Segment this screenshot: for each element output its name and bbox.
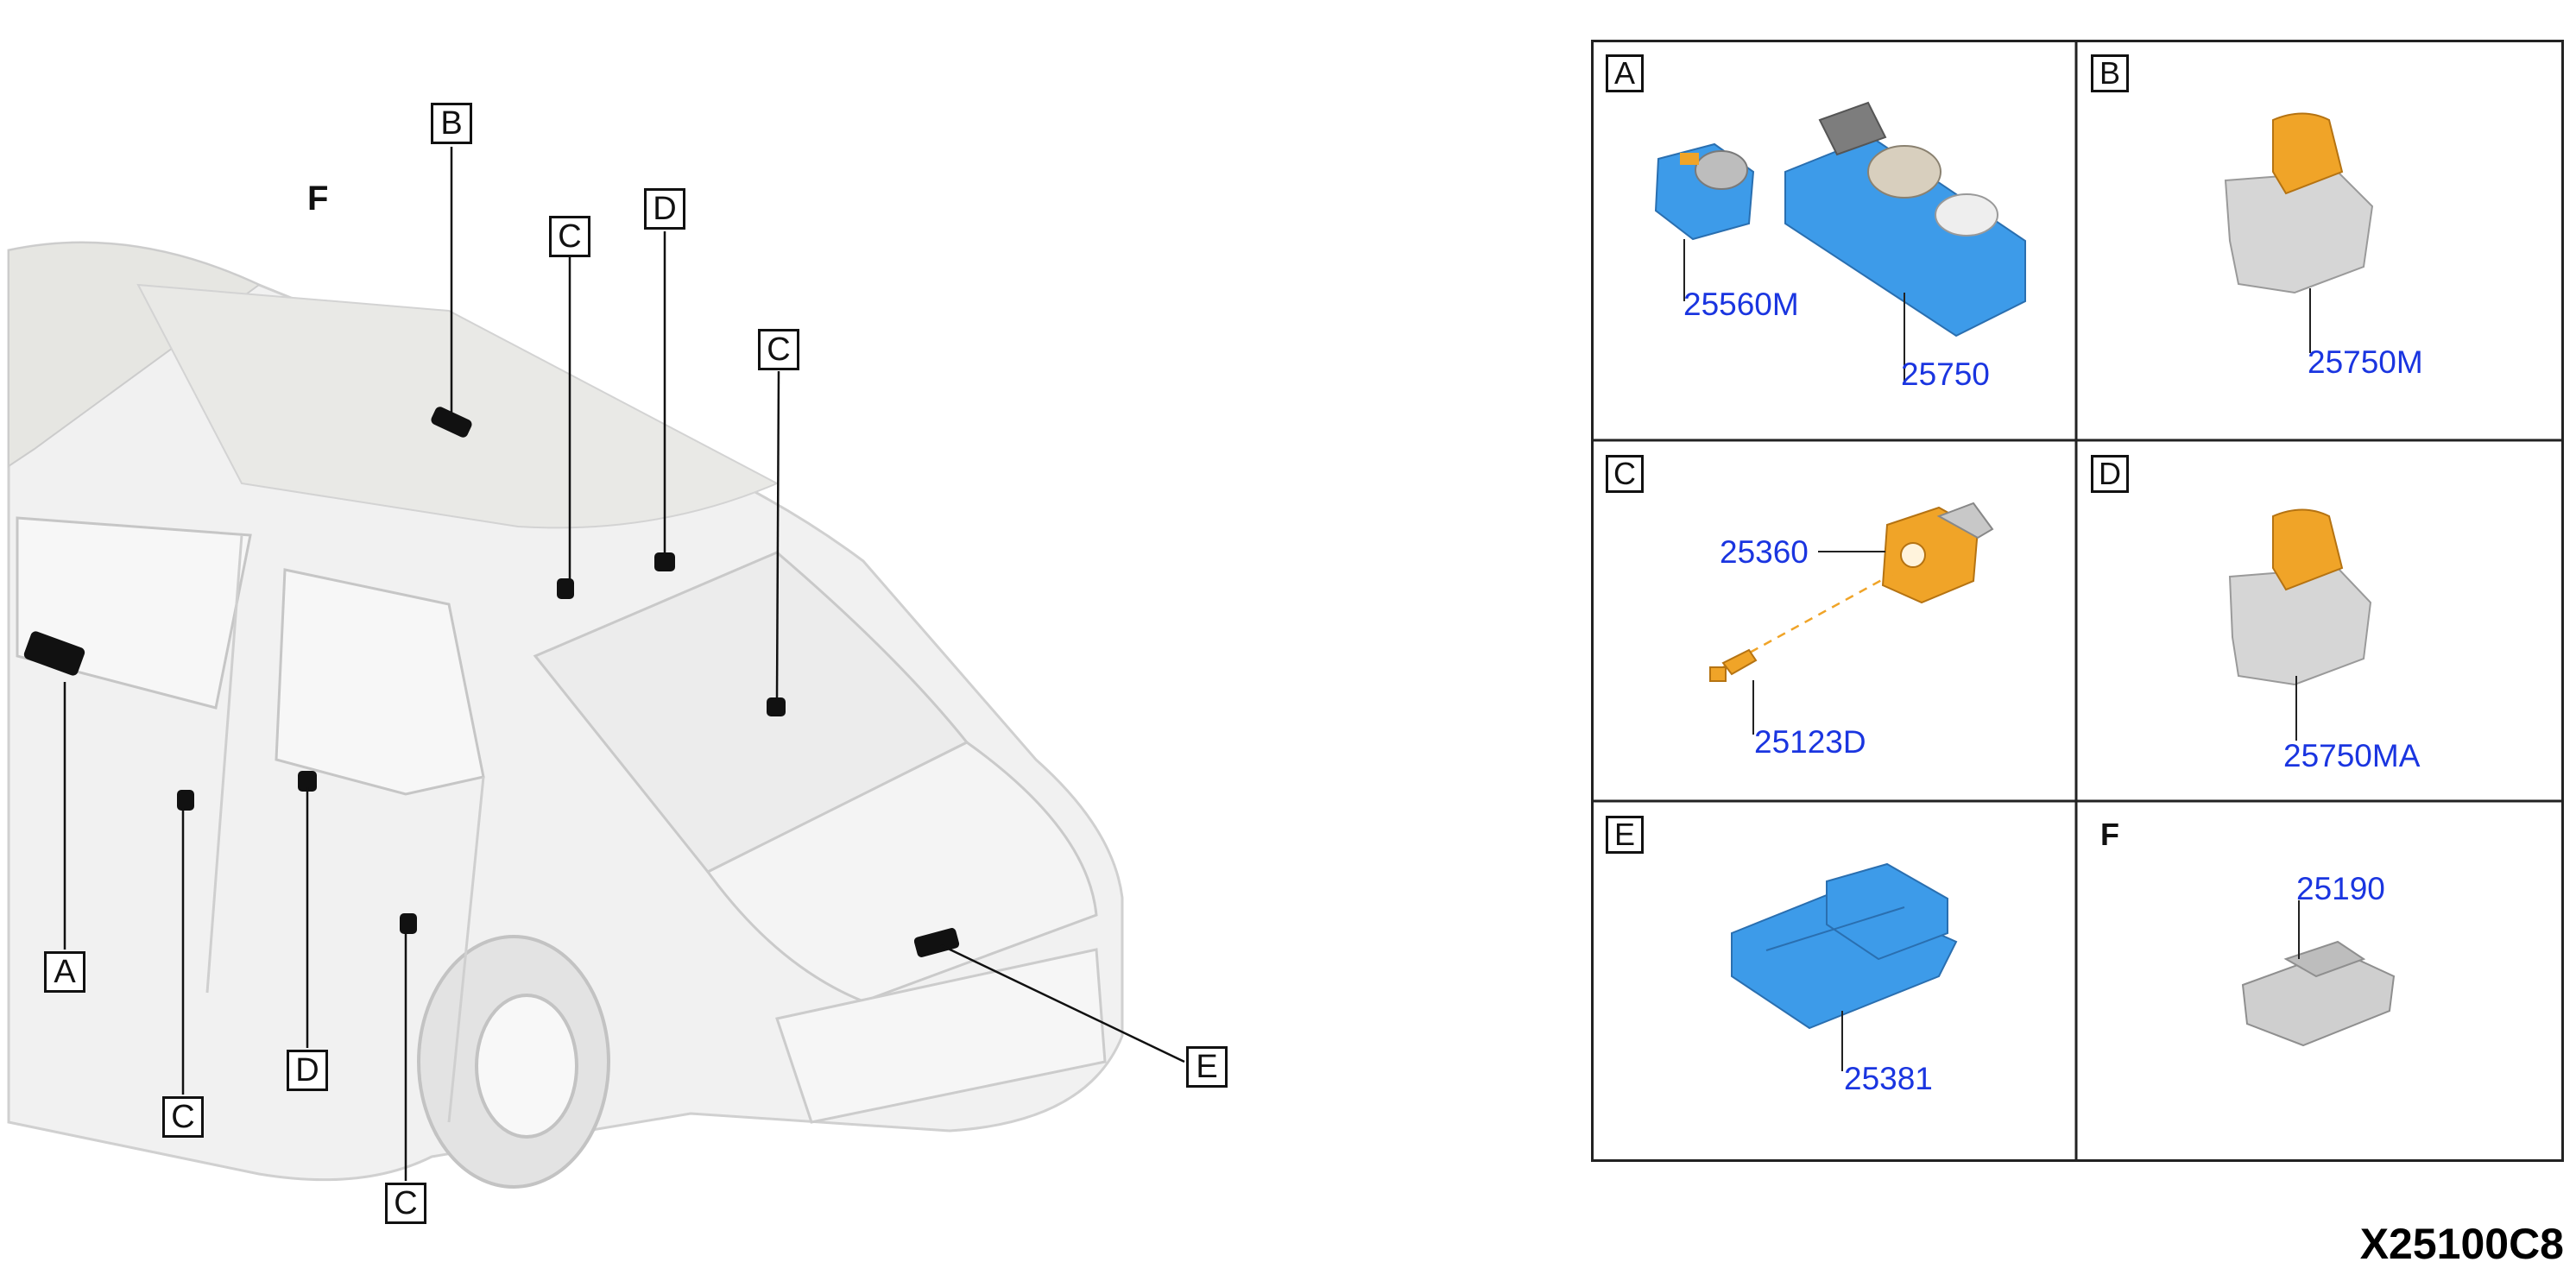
part-number: 25381 (1844, 1061, 1933, 1096)
sensor-c4 (400, 913, 417, 934)
part-number: 25360 (1720, 534, 1809, 570)
callout-e: E (1186, 1046, 1228, 1088)
diagram-code: X25100C8 (2359, 1220, 2564, 1268)
part-module-illustration (1731, 862, 1958, 1071)
part-sensor-illustration (2228, 508, 2372, 741)
cell-letter: B (2091, 54, 2129, 92)
sensor-c1 (557, 578, 574, 599)
part-number: 25190 (2296, 871, 2385, 906)
cell-letter: F (2091, 816, 2129, 854)
callout-a: A (44, 951, 85, 993)
part-sensor-illustration (2241, 900, 2396, 1047)
cell-letter: D (2091, 455, 2129, 493)
part-switch-illustration (1654, 101, 2026, 383)
parts-grid: A 25560M 25750 B 25750M C (1591, 40, 2564, 1162)
callout-c: C (758, 329, 799, 370)
part-number: 25750MA (2283, 738, 2421, 773)
sensor-b (431, 407, 472, 438)
sensor-e (913, 928, 960, 957)
cell-letter: A (1606, 54, 1644, 92)
callout-c: C (162, 1096, 204, 1138)
part-number: 25750M (2308, 344, 2423, 380)
part-sensor-illustration (2224, 112, 2374, 353)
cell-b: B 25750M (2079, 42, 2567, 443)
callout-c: C (549, 216, 590, 257)
callout-d: D (644, 188, 685, 230)
cell-f: F 25190 (2079, 804, 2567, 1164)
part-number: 25123D (1754, 724, 1866, 760)
sensor-d2 (298, 771, 317, 792)
cell-e: E 25381 (1594, 804, 2079, 1164)
callout-b: B (431, 103, 472, 144)
sensor-d1 (654, 552, 675, 571)
sensor-c3 (177, 790, 194, 811)
cell-d: D 25750MA (2079, 443, 2567, 804)
part-number: 25750 (1901, 357, 1990, 392)
cell-letter: C (1606, 455, 1644, 493)
part-number: 25560M (1683, 287, 1799, 322)
car-illustration (7, 147, 1185, 1189)
callout-d: D (287, 1050, 328, 1091)
roof-label-f: F (307, 180, 329, 218)
part-bracket-illustration (1709, 502, 1994, 735)
sensor-a (23, 631, 85, 676)
sensor-c2 (767, 697, 786, 716)
cell-c: C 25360 25123D (1594, 443, 2079, 804)
callout-c: C (385, 1183, 426, 1224)
grid-lines (1591, 40, 2564, 1162)
cell-a: A 25560M 25750 (1594, 42, 2079, 443)
cell-letter: E (1606, 816, 1644, 854)
